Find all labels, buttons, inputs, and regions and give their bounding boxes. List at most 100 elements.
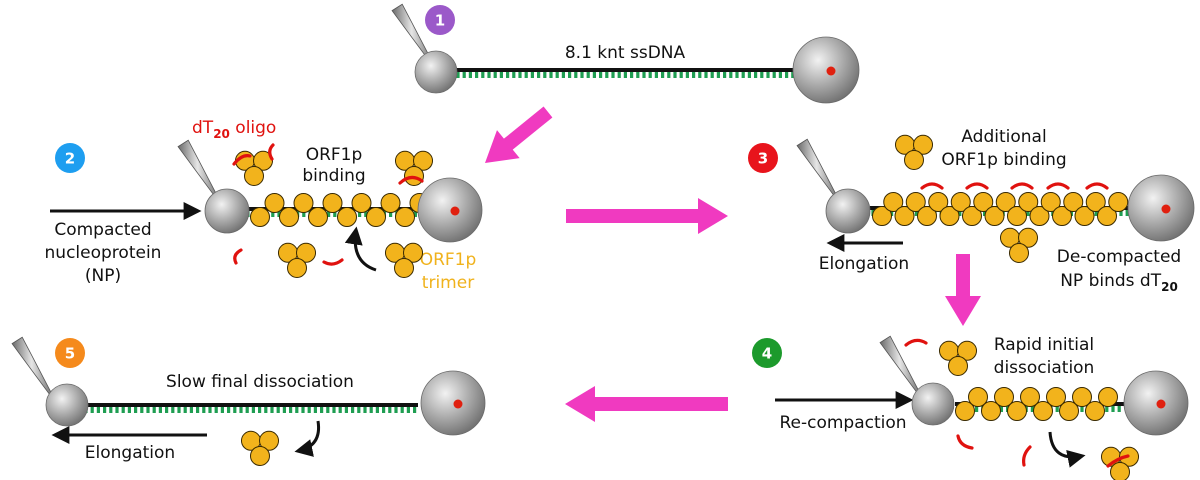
panel-2-artwork — [50, 139, 483, 278]
dt20-oligo — [1085, 182, 1109, 190]
bead-marker-dot — [1156, 399, 1166, 409]
dt20-oligo — [233, 248, 243, 265]
ssdna-base — [698, 72, 702, 78]
orf1p-monomer — [1052, 206, 1072, 226]
orf1p-monomer — [1020, 387, 1040, 407]
ssdna-base — [127, 407, 131, 413]
bead-marker-dot — [826, 66, 836, 76]
ssdna-base — [599, 72, 603, 78]
orf1p-monomer — [250, 445, 270, 466]
ssdna-base — [295, 407, 299, 413]
orf1p-monomer — [413, 150, 434, 171]
ssdna-base — [326, 407, 330, 413]
ssdna-base — [574, 72, 578, 78]
orf1p-monomer — [1108, 192, 1129, 212]
ssdna-base — [307, 407, 311, 413]
dt20-oligo — [965, 182, 989, 190]
orf1p-monomer — [1059, 401, 1079, 421]
ssdna-base — [413, 407, 417, 413]
ssdna-base — [723, 72, 727, 78]
ssdna-base — [518, 72, 522, 78]
ssdna-base — [302, 211, 306, 217]
ssdna-base — [1026, 210, 1030, 216]
ssdna-base — [487, 72, 491, 78]
ssdna-base — [282, 407, 286, 413]
orf1p-monomer — [279, 207, 299, 227]
ssdna-base — [363, 407, 367, 413]
step-badge-3: 3 — [748, 143, 778, 173]
ssdna-base — [202, 407, 206, 413]
step-badge-2: 2 — [55, 143, 85, 173]
large-bead — [1127, 174, 1195, 242]
ssdna-base — [586, 72, 590, 78]
orf1p-coat — [955, 387, 1118, 421]
orf1p-trimer — [1100, 446, 1140, 480]
ssdna-base — [667, 72, 671, 78]
ssdna-base — [177, 407, 181, 413]
elongation-label-3: Elongation — [819, 254, 909, 274]
micropipette-icon — [879, 335, 920, 394]
orf1p-monomer — [1029, 206, 1050, 226]
flow-arrow — [565, 386, 728, 422]
ssdna-base — [785, 72, 789, 78]
orf1p-monomer — [1098, 387, 1118, 407]
ssdna-base — [389, 211, 393, 217]
orf1p-monomer — [962, 206, 982, 226]
ssdna-base — [735, 72, 739, 78]
ssdna-base — [301, 407, 305, 413]
orf1p-monomer — [1085, 192, 1106, 212]
ssdna-base — [400, 407, 404, 413]
large-bead — [1123, 370, 1189, 436]
trimer-label-1: ORF1p — [420, 250, 477, 270]
ssdna-base — [214, 407, 218, 413]
ssdna-base — [754, 72, 758, 78]
step-number-1: 1 — [435, 12, 445, 30]
step-number-5: 5 — [65, 345, 75, 363]
bead-marker-dot — [1161, 204, 1171, 214]
ssdna-base — [358, 211, 362, 217]
ssdna-base — [1125, 210, 1129, 216]
ssdna-base — [165, 407, 169, 413]
orf1p-monomer — [968, 387, 988, 407]
step-number-2: 2 — [65, 150, 75, 168]
ssdna-base — [289, 407, 293, 413]
elongation-label-5: Elongation — [85, 443, 175, 463]
orf1p-monomer — [308, 207, 328, 227]
ssdna-base — [333, 211, 337, 217]
orf1p-monomer — [984, 206, 1005, 226]
dt20-oligo — [322, 258, 344, 266]
ssdna-base — [741, 72, 745, 78]
orf1p-trimer — [384, 242, 424, 278]
dt20-oligo — [1010, 182, 1034, 190]
trimer-label-2: trimer — [422, 273, 474, 293]
ssdna-base — [146, 407, 150, 413]
panel-3-artwork — [796, 134, 1195, 263]
ssdna-base — [109, 407, 113, 413]
orf1p-monomer — [950, 192, 971, 212]
orf1p-monomer — [287, 257, 307, 278]
dt20-oligo — [1022, 445, 1032, 467]
panel-3: 3 Additional ORF1p binding Elongation De… — [748, 127, 1195, 294]
orf1p-monomer — [1085, 401, 1105, 421]
additional-label-2: ORF1p binding — [941, 150, 1066, 170]
orf1p-monomer — [939, 206, 960, 226]
small-bead — [414, 50, 458, 94]
dt20-oligo — [904, 338, 928, 347]
ssdna-base — [468, 72, 472, 78]
ssdna-base — [1111, 406, 1115, 412]
ssdna-base — [183, 407, 187, 413]
orf1p-coat — [872, 192, 1129, 226]
orf1p-trimer — [277, 242, 317, 278]
orf1p-monomer — [1072, 387, 1092, 407]
ssdna-base — [778, 72, 782, 78]
ssdna-base — [1055, 406, 1059, 412]
ssdna-base — [364, 211, 368, 217]
orf1p-monomer — [994, 387, 1014, 407]
ssdna-base — [264, 407, 268, 413]
dt20-oligo — [232, 154, 252, 166]
orf1p-monomer — [905, 192, 926, 212]
ssdna-base — [648, 72, 652, 78]
orf1p-trimer — [240, 430, 280, 466]
orf1p-monomer — [1110, 461, 1130, 480]
orf1p-monomer — [1046, 387, 1066, 407]
